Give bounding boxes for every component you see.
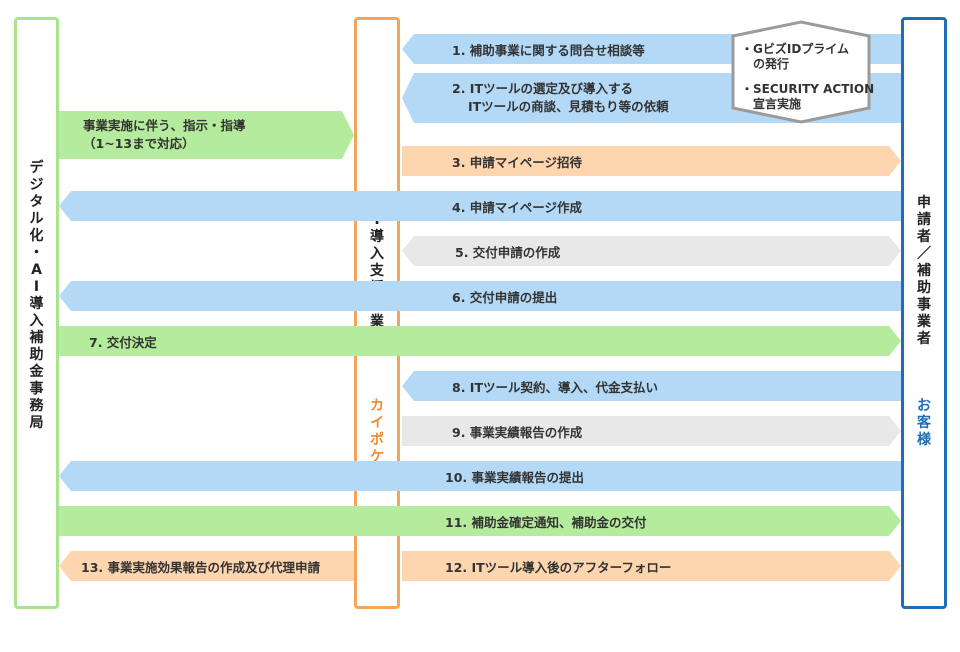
column-left-label-char: I <box>33 279 40 295</box>
column-left-label-char: タ <box>29 194 44 210</box>
step-8-arrow: 8. ITツール契約、導入、代金支払い <box>402 371 901 401</box>
step-6-arrow: 6. 交付申請の提出 <box>59 281 901 311</box>
column-right: 申請者／補助事業者 お客様 <box>901 17 947 609</box>
column-right-sublabel: お客様 <box>904 398 944 449</box>
column-left-label-char: ジ <box>29 177 44 193</box>
column-right-label-char: ／ <box>917 246 931 262</box>
guidance-arrow: 事業実施に伴う、指示・指導 （1~13まで対応） <box>59 111 354 159</box>
column-left-label-char: 務 <box>29 398 44 414</box>
column-left-label-char: デ <box>29 160 44 176</box>
step-10-arrow: 10. 事業実績報告の提出 <box>59 461 901 491</box>
step-8-text: 8. ITツール契約、導入、代金支払い <box>452 379 658 395</box>
column-left-label-char: 事 <box>29 381 44 397</box>
column-right-label-char: 業 <box>917 314 931 330</box>
column-right-label-char: 申 <box>917 195 931 211</box>
step-12-text: 12. ITツール導入後のアフターフォロー <box>445 559 672 575</box>
column-center-sublabel-char: ポ <box>370 432 384 448</box>
column-right-label-char: 助 <box>917 280 931 296</box>
column-left-label-char: 化 <box>29 228 44 244</box>
column-center-label-char: 支 <box>370 263 384 279</box>
step-5-arrow: 5. 交付申請の作成 <box>402 236 901 266</box>
column-center-label-char: 入 <box>370 246 384 262</box>
step-3-text: 3. 申請マイページ招待 <box>452 154 583 170</box>
column-left-label-char: A <box>31 262 42 278</box>
column-center-sublabel-char: イ <box>370 415 384 431</box>
column-left-label-char: 導 <box>29 296 44 312</box>
step-2-text-line1: 2. ITツールの選定及び導入する <box>452 81 633 96</box>
step-9-text: 9. 事業実績報告の作成 <box>452 424 583 440</box>
step-6-text: 6. 交付申請の提出 <box>452 289 558 305</box>
prerequisites-hexagon: ・GビズIDプライム の発行 ・SECURITY ACTION 宣言実施 <box>731 20 875 124</box>
step-3-arrow: 3. 申請マイページ招待 <box>402 146 901 176</box>
hexagon-item-gbizid: ・GビズIDプライム の発行 <box>741 42 850 71</box>
column-right-label-char: 者 <box>917 331 931 347</box>
column-right-label-char: 者 <box>917 229 931 245</box>
step-10-text: 10. 事業実績報告の提出 <box>445 469 584 485</box>
column-left-label-char: 助 <box>29 347 44 363</box>
step-13-text: 13. 事業実施効果報告の作成及び代理申請 <box>81 559 320 575</box>
step-12-arrow: 12. ITツール導入後のアフターフォロー <box>402 551 901 581</box>
step-7-text: 7. 交付決定 <box>89 334 157 350</box>
column-right-label: 申請者／補助事業者 <box>904 195 944 348</box>
guidance-text-line2: （1~13まで対応） <box>83 136 195 151</box>
column-left-label-char: 補 <box>29 330 44 346</box>
step-4-text: 4. 申請マイページ作成 <box>452 199 583 215</box>
hexagon-item-security-action: ・SECURITY ACTION 宣言実施 <box>741 82 875 111</box>
column-right-label-char: 補 <box>917 263 931 279</box>
column-left-label-char: 局 <box>29 415 44 431</box>
step-11-text: 11. 補助金確定通知、補助金の交付 <box>445 514 647 530</box>
column-center-label-char: 導 <box>370 229 384 245</box>
step-5-text: 5. 交付申請の作成 <box>455 244 561 260</box>
column-left-label-char: ル <box>29 211 44 227</box>
column-right-sublabel-char: 様 <box>917 432 931 448</box>
column-center-sublabel-char: カ <box>370 398 384 414</box>
step-4-arrow: 4. 申請マイページ作成 <box>59 191 901 221</box>
step-1-text: 1. 補助事業に関する問合せ相談等 <box>452 42 645 58</box>
column-left-label-char: 金 <box>29 364 44 380</box>
step-11-arrow: 11. 補助金確定通知、補助金の交付 <box>59 506 901 536</box>
column-right-sublabel-char: お <box>917 398 931 414</box>
column-right-label-char: 請 <box>917 212 931 228</box>
column-left-label-char: ・ <box>29 245 44 261</box>
step-2-text-line2: ITツールの商談、見積もり等の依頼 <box>468 99 669 114</box>
column-center-sublabel: カイポケ <box>357 398 397 466</box>
column-left-label-char: 入 <box>29 313 44 329</box>
column-right-label-char: 事 <box>917 297 931 313</box>
step-9-arrow: 9. 事業実績報告の作成 <box>402 416 901 446</box>
hexagon-shape <box>731 20 871 124</box>
guidance-text-line1: 事業実施に伴う、指示・指導 <box>83 118 246 133</box>
step-13-arrow: 13. 事業実施効果報告の作成及び代理申請 <box>59 551 354 581</box>
step-7-arrow: 7. 交付決定 <box>59 326 901 356</box>
column-right-sublabel-char: 客 <box>917 415 931 431</box>
